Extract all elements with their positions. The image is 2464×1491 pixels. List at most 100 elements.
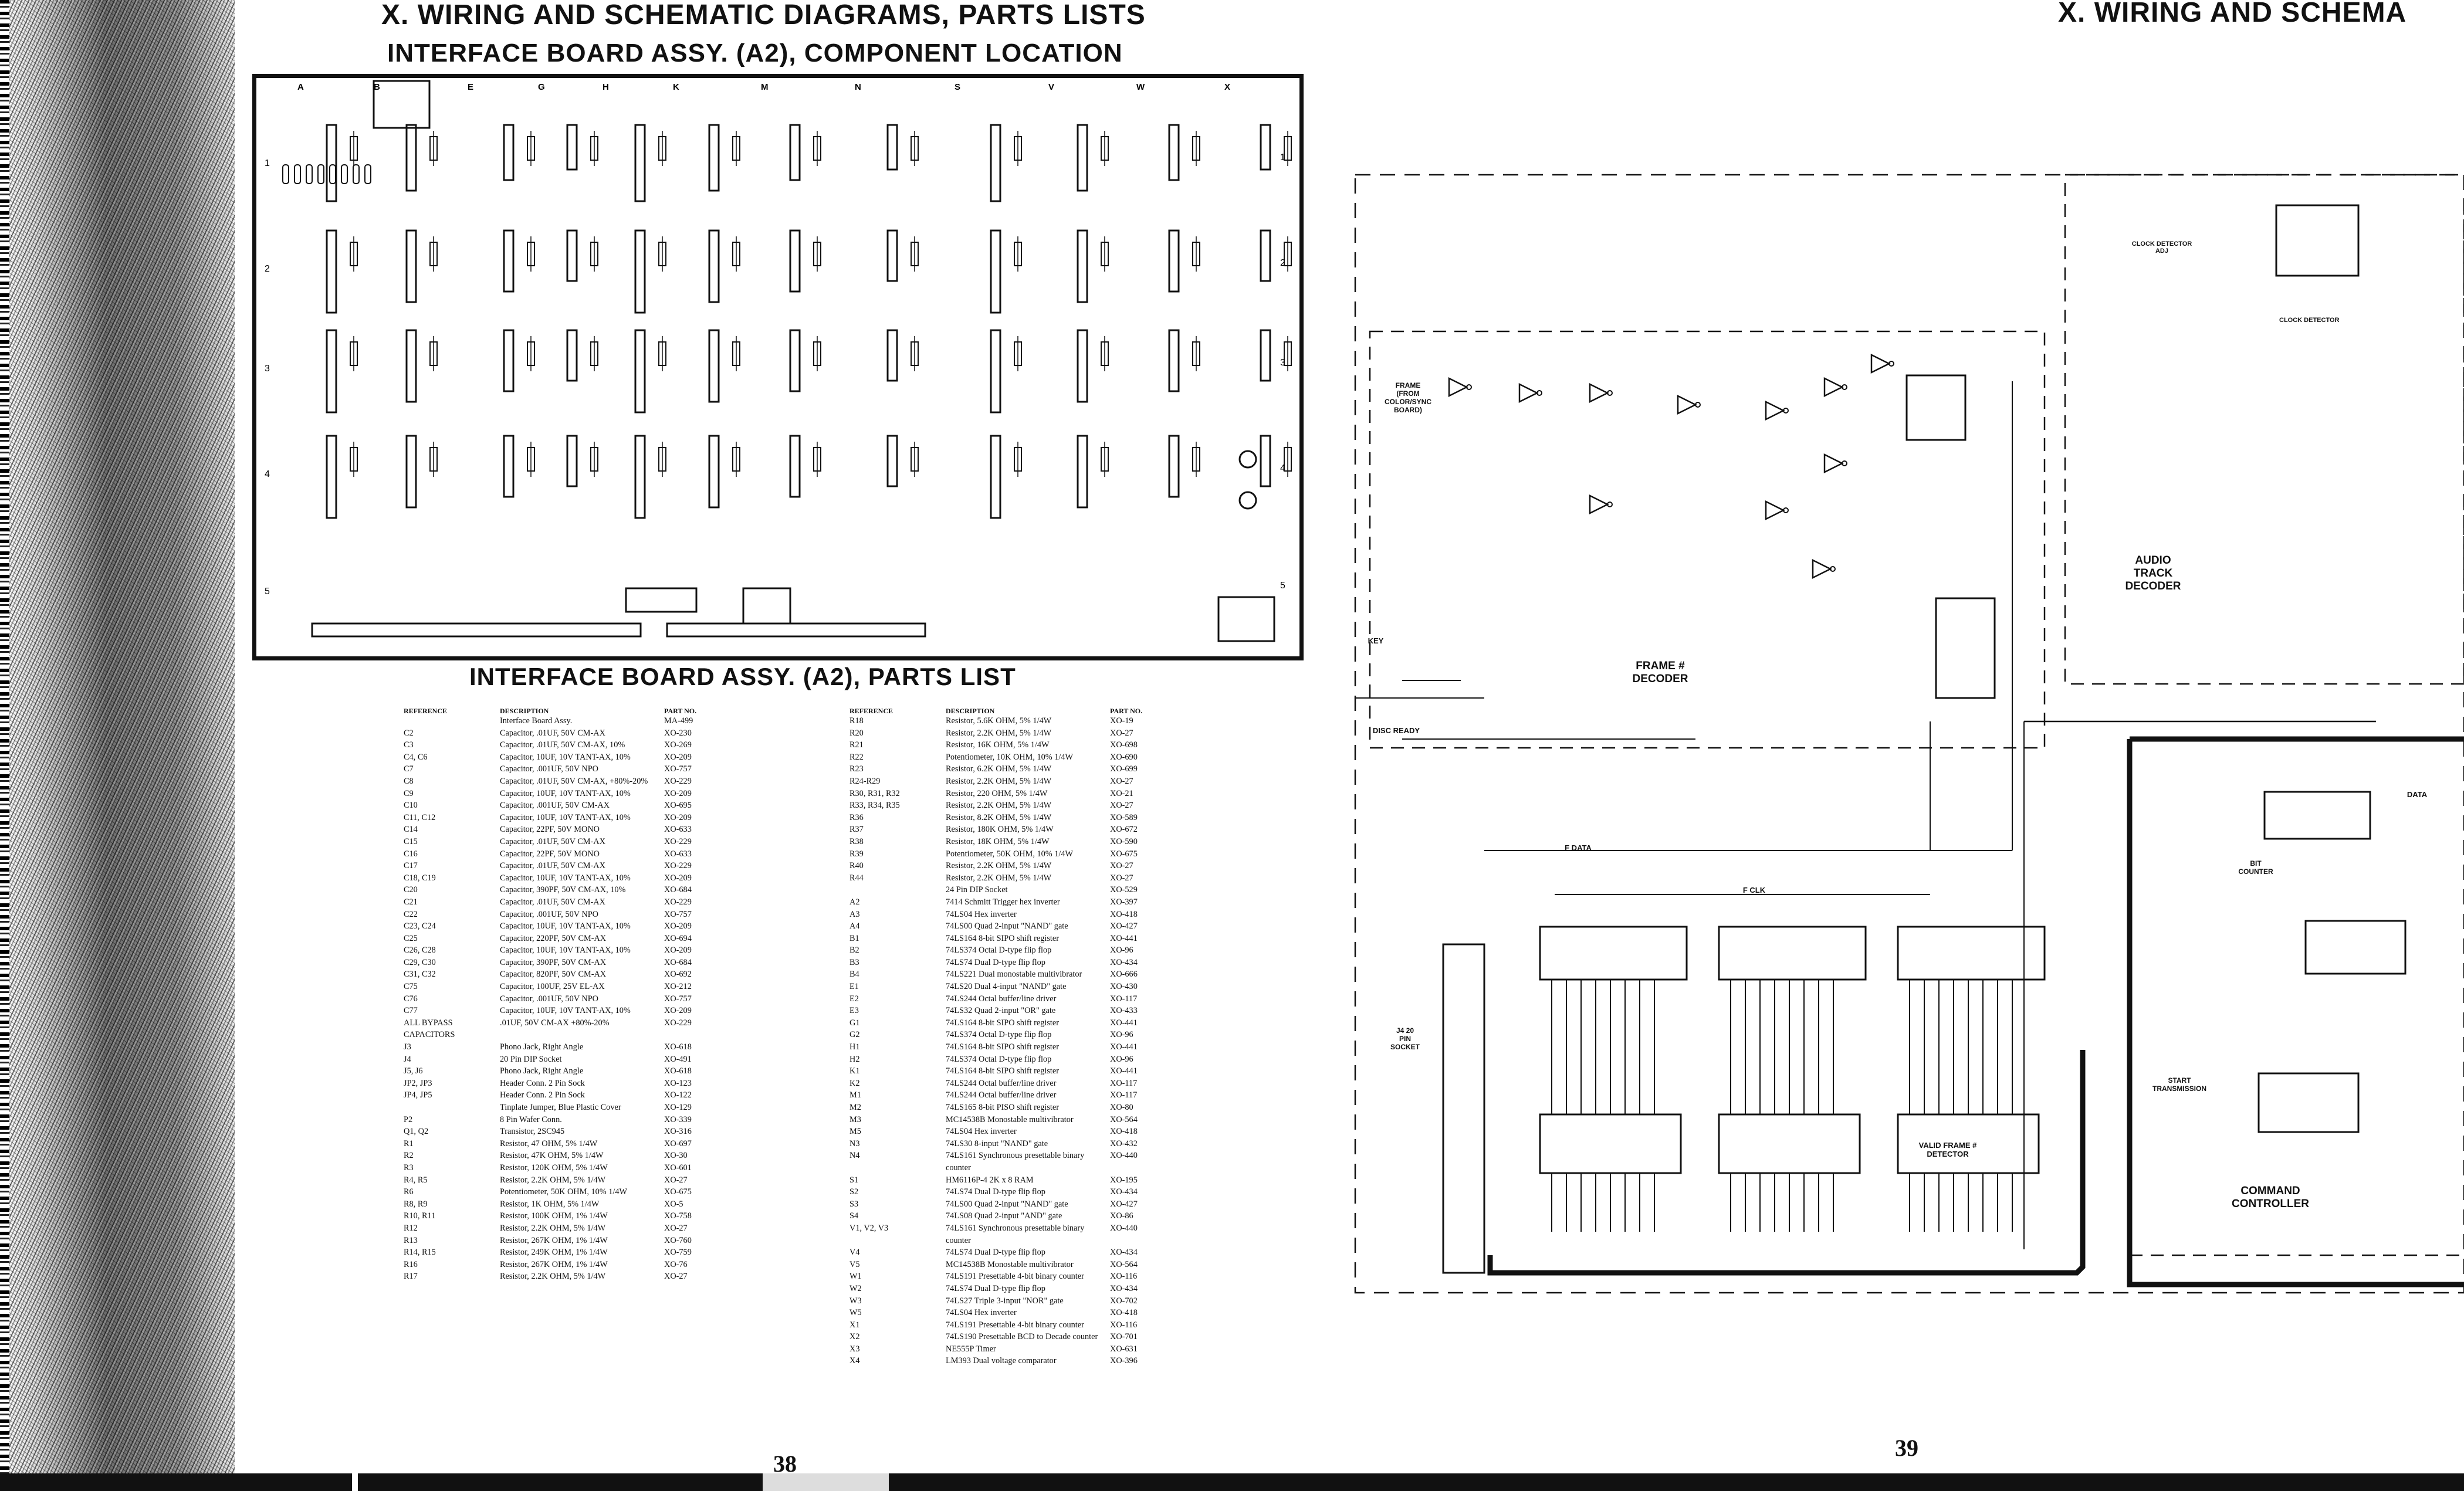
parts-cell-part: XO-21	[1110, 788, 1133, 798]
parts-cell-part: XO-209	[664, 873, 692, 883]
parts-cell-desc: HM6116P-4 2K x 8 RAM	[946, 1175, 1034, 1185]
parts-cell-desc: 74LS20 Dual 4-input "NAND" gate	[946, 982, 1067, 992]
frame-input-label: FRAME (FROM COLOR/SYNC BOARD)	[1385, 381, 1432, 414]
parts-cell-ref: W2	[849, 1283, 862, 1293]
parts-cell-desc: Potentiometer, 50K OHM, 10% 1/4W	[500, 1187, 628, 1197]
parts-cell-desc: 74LS00 Quad 2-input "NAND" gate	[946, 1199, 1068, 1209]
parts-cell-ref: H1	[849, 1042, 860, 1052]
parts-cell-part: XO-27	[1110, 873, 1133, 883]
resistor	[282, 164, 289, 184]
schematic-block	[1935, 597, 1996, 699]
transistor-q2	[1238, 491, 1257, 510]
parts-cell-ref: B1	[849, 933, 859, 943]
parts-cell-part: XO-601	[664, 1163, 692, 1173]
parts-cell-desc: Transistor, 2SC945	[500, 1127, 565, 1137]
parts-cell-desc: 74LS04 Hex inverter	[946, 909, 1017, 919]
parts-cell-part: XO-230	[664, 728, 692, 738]
parts-cell-desc: 74LS165 8-bit PISO shift register	[946, 1103, 1060, 1112]
audio-track-decoder-label: AUDIO TRACK DECODER	[2125, 554, 2181, 592]
transistor-q1	[1238, 450, 1257, 469]
command-controller-label: COMMAND CONTROLLER	[2232, 1185, 2309, 1210]
frame-decoder-label: FRAME # DECODER	[1632, 660, 1688, 685]
parts-cell-desc: Capacitor, 100UF, 25V EL-AX	[500, 982, 605, 992]
parts-cell-part: XO-116	[1110, 1320, 1138, 1330]
parts-cell-part: XO-441	[1110, 1066, 1138, 1076]
parts-cell-ref: M3	[849, 1114, 861, 1124]
parts-cell-desc: Phono Jack, Right Angle	[500, 1042, 584, 1052]
parts-cell-ref: K2	[849, 1078, 860, 1088]
parts-cell-desc: Capacitor, 10UF, 10V TANT-AX, 10%	[500, 1006, 631, 1016]
parts-cell-part: XO-209	[664, 921, 692, 931]
parts-cell-part: XO-760	[664, 1235, 692, 1245]
parts-cell-desc: Resistor, 2.2K OHM, 5% 1/4W	[946, 776, 1052, 786]
parts-cell-desc: 74LS04 Hex inverter	[946, 1127, 1017, 1137]
parts-cell-ref: Q1, Q2	[404, 1127, 429, 1137]
parts-cell-ref: C23, C24	[404, 921, 436, 931]
ic-outline	[789, 435, 801, 498]
valid-frame-detector-label: VALID FRAME # DETECTOR	[1918, 1141, 1977, 1158]
parts-cell-ref: K1	[849, 1066, 860, 1076]
parts-cell-desc: Capacitor, .01UF, 50V CM-AX	[500, 836, 605, 846]
parts-cell-desc: 74LS164 8-bit SIPO shift register	[946, 1066, 1060, 1076]
parts-cell-part: XO-698	[1110, 740, 1138, 750]
parts-cell-ref: S1	[849, 1175, 859, 1185]
parts-cell-desc: Resistor, 5.6K OHM, 5% 1/4W	[946, 716, 1052, 726]
parts-cell-ref: R8, R9	[404, 1199, 428, 1209]
socket-label: J4 20 PIN SOCKET	[1390, 1026, 1420, 1051]
resistor	[364, 164, 371, 184]
ic-outline	[634, 329, 646, 414]
resistor	[353, 164, 360, 184]
ic-outline	[1260, 329, 1271, 382]
parts-cell-desc: 8 Pin Wafer Conn.	[500, 1114, 562, 1124]
parts-cell-part: XO-229	[664, 897, 692, 907]
parts-cell-desc: Capacitor, 10UF, 10V TANT-AX, 10%	[500, 812, 631, 822]
gate-bubble	[1888, 361, 1894, 367]
parts-cell-desc: Capacitor, 390PF, 50V CM-AX, 10%	[500, 885, 626, 895]
parts-cell-desc: Capacitor, .001UF, 50V CM-AX	[500, 801, 610, 811]
gate-bubble	[1783, 408, 1789, 414]
schematic-block	[2064, 174, 2464, 685]
part-header: PART NO.	[1110, 707, 1143, 715]
parts-cell-ref: W1	[849, 1272, 862, 1282]
parts-cell-ref	[404, 1102, 500, 1114]
parts-cell-part: XO-122	[664, 1090, 692, 1100]
schematic-block	[2263, 791, 2371, 840]
parts-cell-part: XO-27	[1110, 801, 1133, 811]
ic-outline	[886, 329, 898, 382]
logic-gate	[1765, 500, 1785, 521]
parts-cell-part: XO-529	[1110, 885, 1138, 895]
logic-gate	[1812, 558, 1832, 580]
parts-cell-desc: Interface Board Assy.	[500, 716, 573, 726]
parts-cell-ref: C21	[404, 897, 418, 907]
parts-cell-ref: G2	[849, 1030, 860, 1040]
parts-cell-part: XO-269	[664, 740, 692, 750]
connector-p2	[666, 622, 926, 638]
schematic-drawing	[1354, 174, 2464, 1294]
parts-cell-ref: R3	[404, 1163, 414, 1173]
ic-outline	[634, 229, 646, 314]
parts-cell-ref: R36	[849, 812, 864, 822]
parts-cell-desc: Resistor, 2.2K OHM, 5% 1/4W	[946, 728, 1052, 738]
parts-cell-desc: 74LS74 Dual D-type flip flop	[946, 957, 1045, 967]
logic-gate	[1677, 394, 1697, 415]
parts-cell-desc: Capacitor, 22PF, 50V MONO	[500, 849, 600, 859]
parts-cell-ref: R12	[404, 1223, 418, 1233]
ic-outline	[1077, 329, 1088, 403]
